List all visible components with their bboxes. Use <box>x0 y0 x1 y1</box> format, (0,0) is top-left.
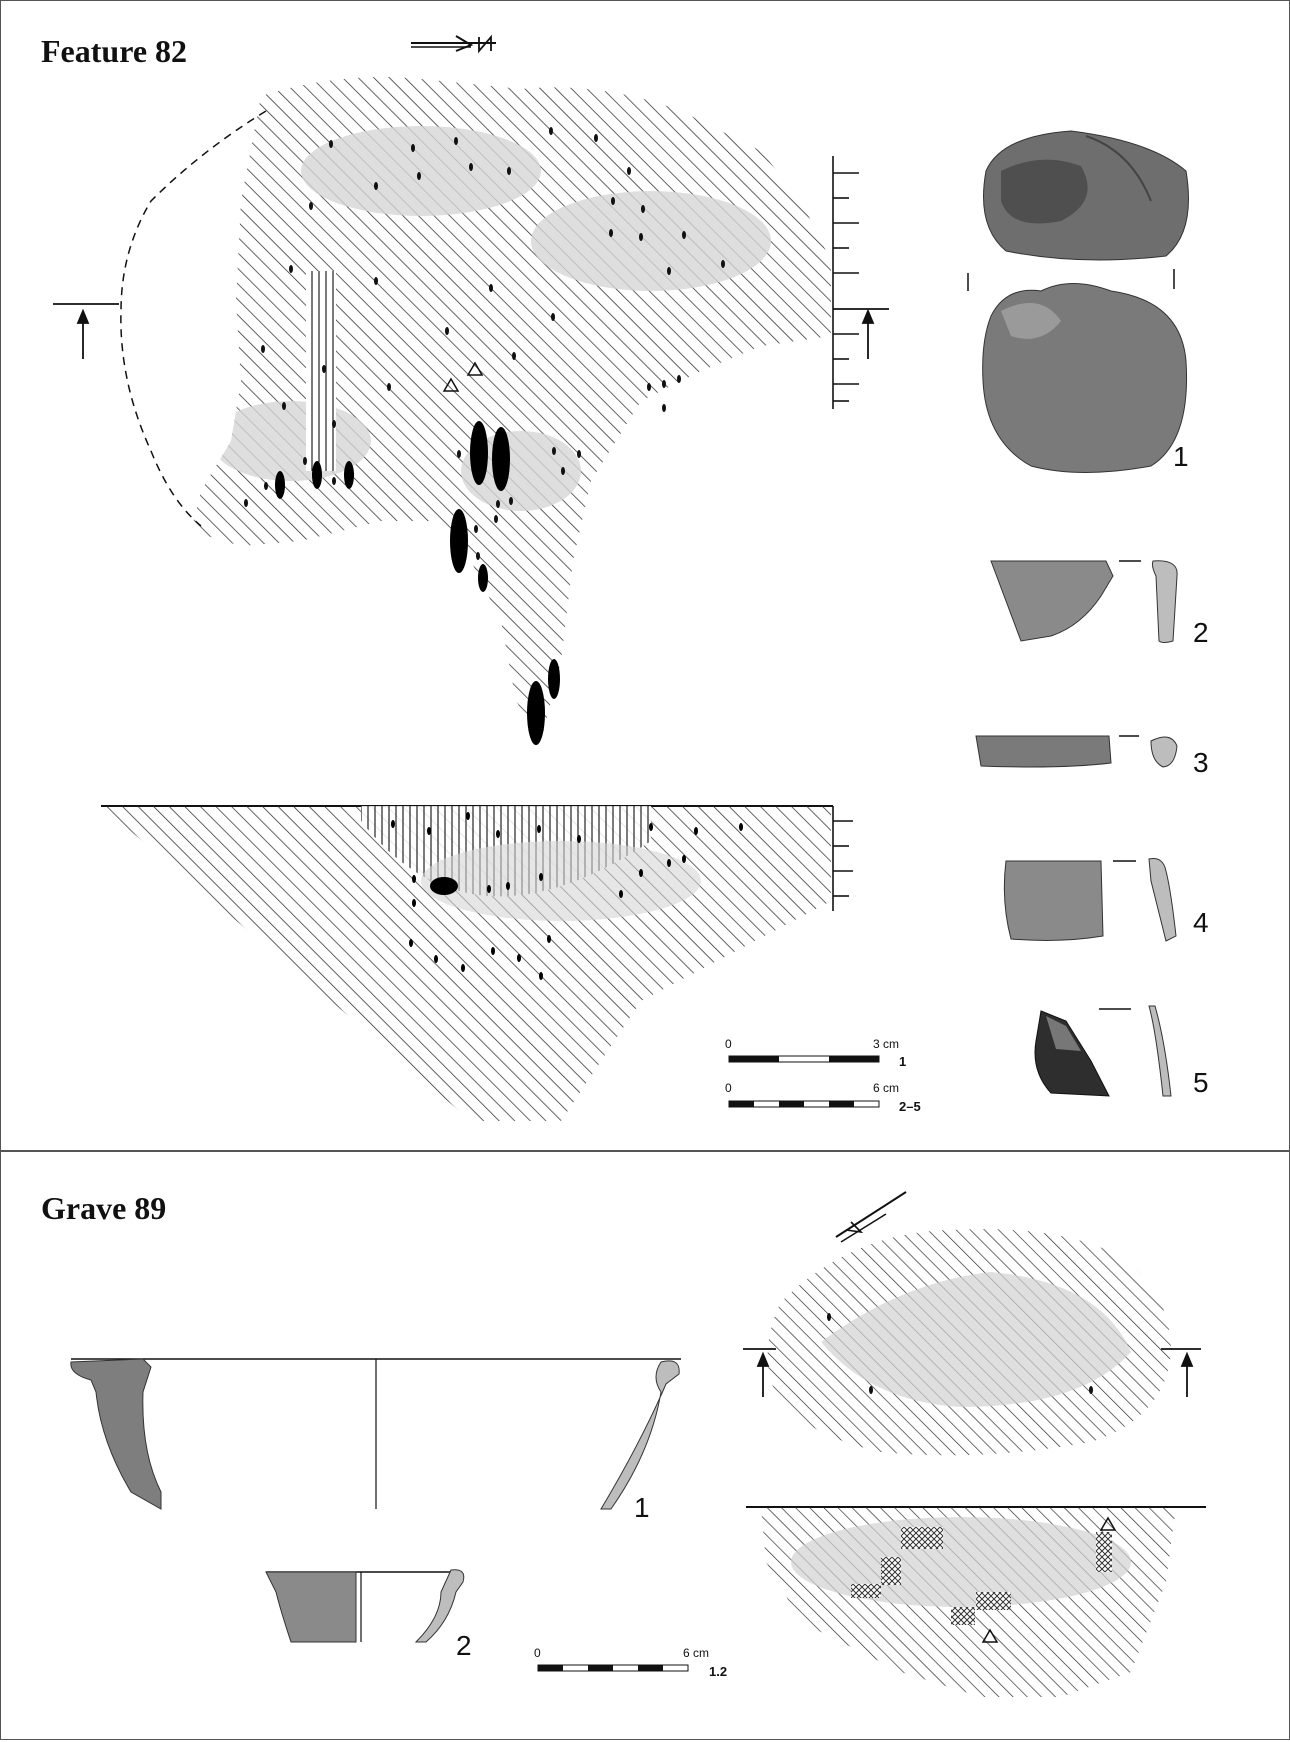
scale-2-start: 0 <box>725 1081 732 1095</box>
postholes <box>275 421 560 745</box>
find-5-sherd <box>1034 1005 1172 1097</box>
scale-2-end: 6 cm <box>873 1081 900 1095</box>
plan-dots <box>244 127 725 560</box>
feature-title: Feature 82 <box>41 33 188 69</box>
grave-scale-end: 6 cm <box>683 1646 710 1660</box>
find-1-stone <box>967 130 1189 473</box>
grave-find-label-1: 1 <box>634 1492 650 1523</box>
grave-89-panel: Grave 89 1 2 0 6 cm 1.2 <box>0 1150 1290 1740</box>
feature-82-drawing <box>53 34 1189 1121</box>
scale-bar-1 <box>728 1055 880 1063</box>
vessel-1 <box>70 1358 681 1510</box>
grave-find-label-2: 2 <box>456 1630 472 1661</box>
find-label-5: 5 <box>1193 1067 1209 1098</box>
find-triangles <box>981 1516 1117 1643</box>
north-arrow-icon <box>835 1191 907 1243</box>
scale-1-end: 3 cm <box>873 1037 900 1051</box>
scale-1-start: 0 <box>725 1037 732 1051</box>
pit-outline-dashed <box>120 110 267 527</box>
grave-section <box>761 1507 1176 1697</box>
find-2-sherd <box>990 560 1178 643</box>
grave-plan <box>767 1229 1171 1456</box>
find-triangles <box>442 361 484 392</box>
plan-ruler <box>832 156 859 409</box>
find-label-4: 4 <box>1193 907 1209 938</box>
scale-bar-grave <box>537 1664 689 1672</box>
north-arrow-icon <box>411 34 496 54</box>
section-ruler <box>832 806 853 911</box>
grave-scale-start: 0 <box>534 1646 541 1660</box>
grave-plan-dots <box>827 1313 1093 1394</box>
section-dots <box>391 812 743 980</box>
feature-82-panel: Feature 82 1 2 3 4 5 0 3 cm 1 0 6 cm 2–5 <box>0 0 1290 1150</box>
scale-2-applies: 2–5 <box>899 1099 921 1114</box>
vessel-2 <box>265 1569 465 1643</box>
find-4-sherd <box>1003 858 1177 942</box>
grave-title: Grave 89 <box>41 1190 167 1226</box>
scale-bar-2 <box>728 1100 880 1108</box>
feature-plan <box>191 77 831 741</box>
section-arrow-icon <box>53 303 889 359</box>
find-3-sherd <box>975 735 1178 768</box>
section-arrow-icon <box>743 1348 1201 1397</box>
scale-1-applies: 1 <box>899 1054 907 1069</box>
grave-89-drawing <box>70 1191 1206 1697</box>
find-label-1: 1 <box>1173 441 1189 472</box>
find-label-3: 3 <box>1193 747 1209 778</box>
find-label-2: 2 <box>1193 617 1209 648</box>
grave-scale-applies: 1.2 <box>709 1664 728 1679</box>
